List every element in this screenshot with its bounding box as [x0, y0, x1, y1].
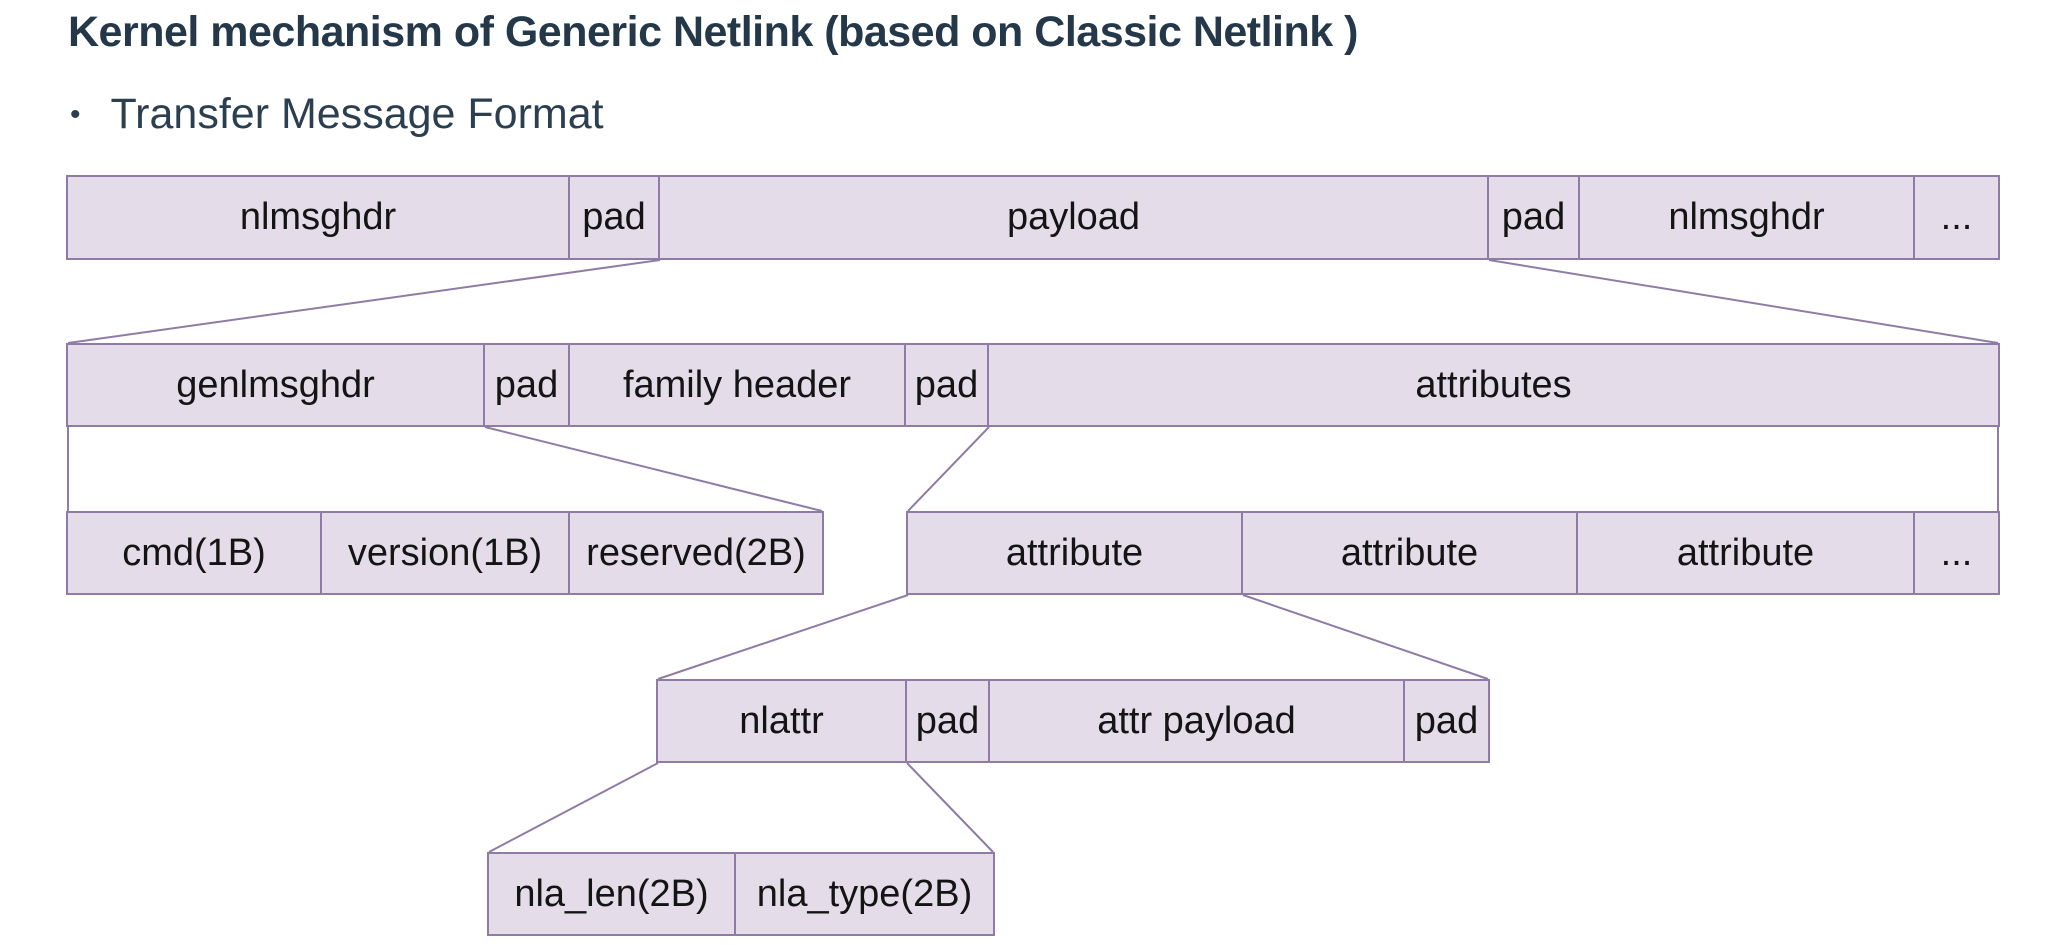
connector-nlattr-right	[906, 762, 994, 853]
cell-cmd: cmd(1B)	[68, 513, 322, 593]
connector-genlmsghdr-right	[484, 426, 823, 512]
cell-nla-len: nla_len(2B)	[489, 854, 736, 934]
cell-attribute: attribute	[1578, 513, 1915, 593]
cell-nlattr: nlattr	[658, 681, 907, 761]
cell-nla-type: nla_type(2B)	[756, 872, 973, 915]
page-title: Kernel mechanism of Generic Netlink (bas…	[68, 8, 1358, 56]
cell-payload: payload	[660, 177, 1489, 258]
connector-nlattr-left	[488, 762, 659, 853]
attribute-detail-row: nlattr pad attr payload pad	[656, 679, 1490, 763]
cell-pad: pad	[906, 345, 989, 425]
bullet-icon: •	[70, 97, 81, 131]
cell-ellipsis: ...	[1940, 531, 1973, 574]
connector-payload-left	[67, 259, 661, 344]
bullet-item: • Transfer Message Format	[70, 90, 604, 139]
cell-ellipsis: ...	[1940, 196, 1973, 238]
cell-pad: pad	[485, 345, 570, 425]
cell-reserved: reserved(2B)	[586, 531, 806, 574]
netlink-message-row: nlmsghdr pad payload pad nlmsghdr ...	[66, 175, 2000, 260]
genlmsghdr-detail-row: cmd(1B) version(1B) reserved(2B)	[66, 511, 824, 595]
cell-attributes: attributes	[1415, 363, 1572, 406]
cell-pad: pad	[570, 177, 660, 258]
cell-pad: pad	[1414, 699, 1479, 742]
connector-payload-right	[1488, 259, 1999, 344]
connector-attribute-left	[657, 594, 909, 680]
nlattr-detail-row: nla_len(2B) nla_type(2B)	[487, 852, 995, 936]
attributes-detail-row: attribute attribute attribute ...	[906, 511, 2000, 595]
cell-nlmsghdr: nlmsghdr	[1580, 177, 1915, 258]
cell-pad: pad	[1489, 177, 1580, 258]
connector-attributes-left	[907, 426, 990, 512]
connector-attribute-right	[1242, 594, 1489, 680]
cell-attribute: attribute	[908, 513, 1243, 593]
cell-version: version(1B)	[322, 513, 570, 593]
cell-attr-payload: attr payload	[990, 681, 1405, 761]
cell-family-header: family header	[570, 345, 906, 425]
cell-attribute: attribute	[1243, 513, 1578, 593]
cell-nlmsghdr: nlmsghdr	[68, 177, 570, 258]
bullet-label: Transfer Message Format	[110, 90, 604, 138]
cell-genlmsghdr: genlmsghdr	[68, 345, 485, 425]
payload-detail-row: genlmsghdr pad family header pad attribu…	[66, 343, 2000, 427]
cell-pad: pad	[907, 681, 990, 761]
